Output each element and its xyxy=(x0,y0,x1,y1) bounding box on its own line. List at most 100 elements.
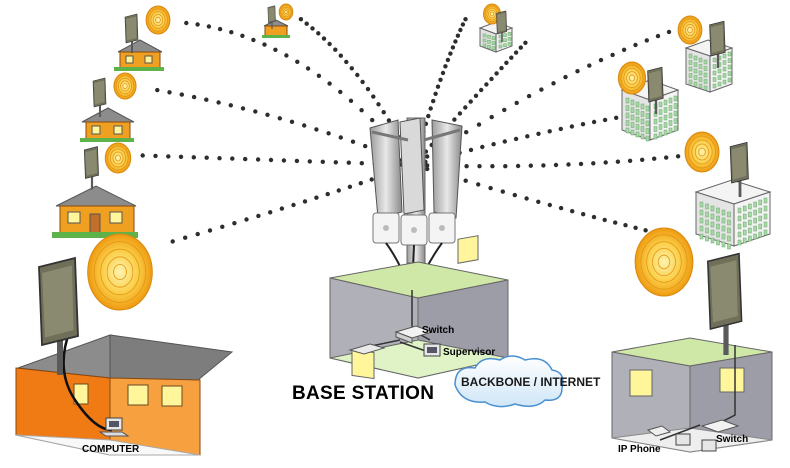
building-window xyxy=(635,109,640,115)
link-dot xyxy=(302,199,308,204)
building-window xyxy=(722,73,727,78)
building-window xyxy=(712,77,717,82)
building-window xyxy=(658,131,663,138)
building-window xyxy=(663,107,668,113)
building-window xyxy=(640,103,645,110)
link-dot xyxy=(440,70,446,76)
link-dot xyxy=(376,102,381,107)
link-dot xyxy=(547,202,552,208)
building-window xyxy=(645,135,650,142)
link-dot xyxy=(207,228,213,233)
building-window xyxy=(668,112,673,119)
building-window xyxy=(663,114,668,121)
computer-icon xyxy=(675,433,717,452)
building-window xyxy=(710,229,715,236)
building-window xyxy=(503,38,507,42)
link-dot xyxy=(289,119,295,125)
building-window xyxy=(630,122,635,128)
building-window xyxy=(688,66,693,72)
link-dot xyxy=(426,113,431,119)
building-window xyxy=(703,79,708,84)
link-dot xyxy=(615,159,621,164)
house-4 xyxy=(262,19,290,38)
link-dot xyxy=(488,185,493,191)
link-dot xyxy=(473,93,479,99)
link-dot xyxy=(591,119,597,125)
link-dot xyxy=(504,60,509,65)
link-dot xyxy=(484,82,489,87)
link-dot xyxy=(281,158,287,163)
link-dot xyxy=(273,47,278,52)
building-window xyxy=(716,207,720,214)
link-dot xyxy=(333,160,338,165)
link-dot xyxy=(166,154,171,159)
link-dot xyxy=(602,217,607,223)
building-window xyxy=(727,51,732,57)
building-window xyxy=(763,197,768,204)
building-window xyxy=(716,215,720,222)
building-window xyxy=(712,57,717,63)
link-dot xyxy=(381,110,386,115)
building-window xyxy=(688,53,693,59)
building-window xyxy=(742,237,747,244)
link-dot xyxy=(179,92,184,97)
building-window xyxy=(635,131,640,138)
house-computer: COMPUTER xyxy=(15,329,234,456)
building-window xyxy=(737,239,742,246)
building-window xyxy=(698,70,703,76)
link-dot xyxy=(217,26,223,32)
link-dot xyxy=(167,90,172,95)
link-dot xyxy=(433,91,438,97)
link-dot xyxy=(463,105,468,110)
link-dot xyxy=(307,159,312,164)
building-window xyxy=(693,55,698,61)
ip-phone-icon xyxy=(646,425,672,437)
building-window xyxy=(727,235,731,242)
link-dot xyxy=(327,81,332,86)
link-dot xyxy=(541,163,546,168)
building-window xyxy=(717,75,722,80)
signal-wave-icon xyxy=(145,5,171,35)
building-window xyxy=(693,68,698,74)
ip-phone-label: IP Phone xyxy=(618,444,661,455)
building-window xyxy=(487,35,491,39)
signal-wave-icon xyxy=(113,72,137,100)
building-window xyxy=(753,225,757,232)
link-dot xyxy=(602,117,608,123)
building-window xyxy=(491,41,496,45)
building-window xyxy=(698,77,703,82)
link-dot xyxy=(316,31,321,36)
building-window xyxy=(717,81,722,87)
building-window xyxy=(763,213,768,220)
link-dot xyxy=(386,118,392,123)
building-window xyxy=(645,120,650,127)
building-window xyxy=(703,72,708,78)
building-window xyxy=(716,223,720,230)
link-dot xyxy=(528,163,533,168)
link-dot xyxy=(450,45,456,50)
link-dot xyxy=(524,196,529,201)
link-dot xyxy=(457,111,463,116)
building-window xyxy=(699,217,704,224)
link-dot xyxy=(294,158,300,164)
link-dot xyxy=(458,27,463,33)
link-dot xyxy=(305,66,311,71)
link-dot xyxy=(438,77,443,83)
building-window xyxy=(653,126,658,132)
computer-label: COMPUTER xyxy=(82,444,140,455)
building-window xyxy=(722,53,727,59)
link-dot xyxy=(570,209,575,214)
building-window xyxy=(727,219,731,226)
panel-antenna-icon xyxy=(729,141,749,197)
link-dot xyxy=(587,63,592,68)
link-dot xyxy=(513,50,519,55)
building-window xyxy=(507,37,512,41)
building-window xyxy=(727,77,732,83)
building-window xyxy=(653,118,658,125)
building-window xyxy=(748,235,752,242)
building-window xyxy=(721,233,726,240)
link-dot xyxy=(310,26,315,31)
link-dot xyxy=(428,106,433,111)
link-dot xyxy=(365,86,371,92)
link-dot xyxy=(489,114,494,120)
